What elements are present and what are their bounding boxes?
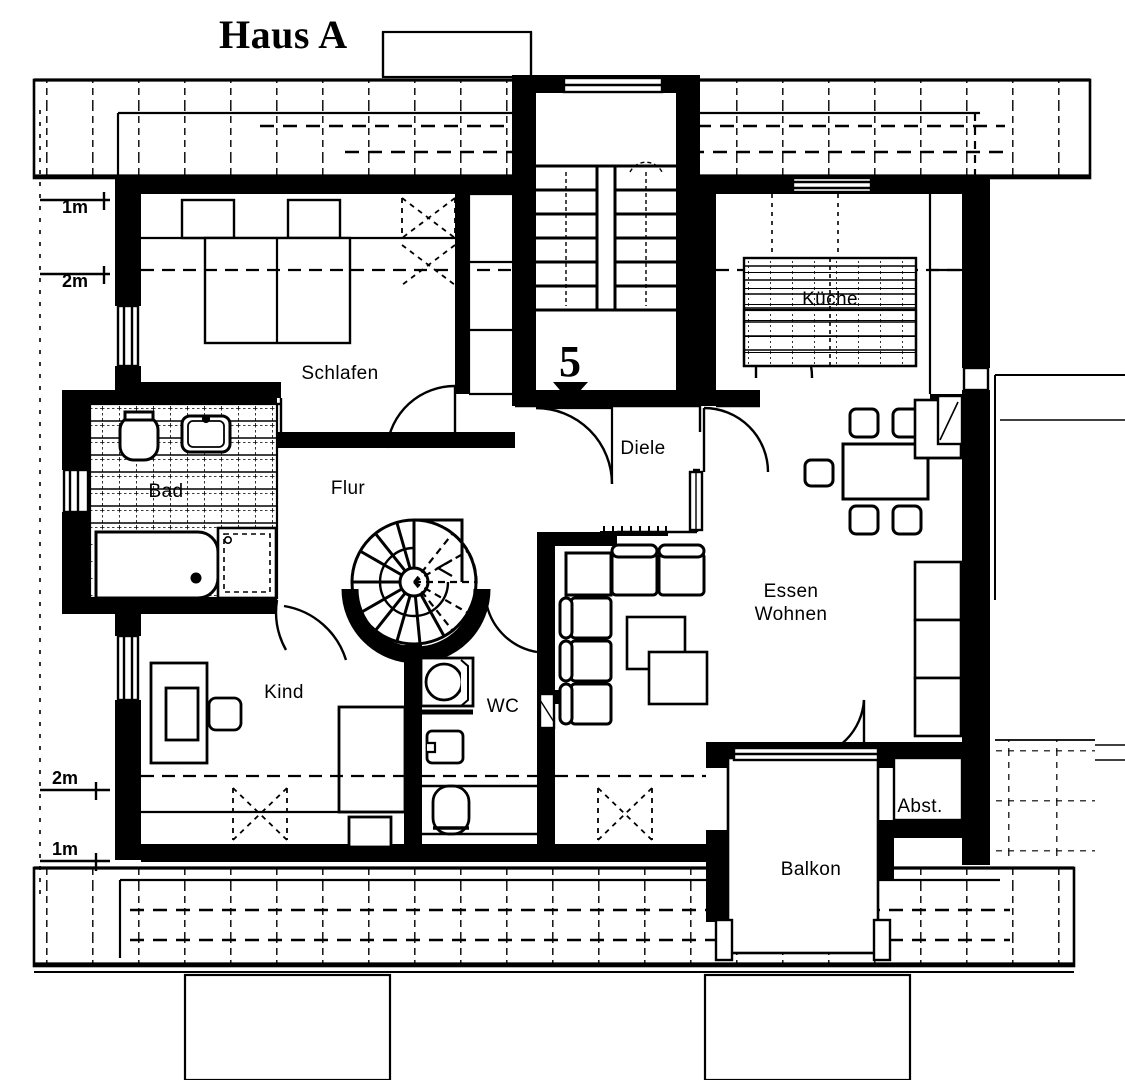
room-label-diele: Diele bbox=[620, 438, 665, 459]
schlafen-furniture bbox=[141, 192, 515, 396]
page-title: Haus A bbox=[219, 12, 348, 57]
scale-mark-bottom-2m: 2m bbox=[40, 768, 110, 800]
scale-mark-top-1m: 1m bbox=[40, 192, 110, 217]
kind-furniture bbox=[149, 661, 407, 849]
wc-outline bbox=[422, 710, 537, 836]
misc-wall-items bbox=[538, 394, 964, 730]
room-label-schlafen: Schlafen bbox=[301, 363, 378, 384]
scale-marks: 1m 2m 2m 1m bbox=[39, 110, 110, 900]
kitchen-niche bbox=[928, 194, 962, 394]
balkon bbox=[714, 746, 892, 962]
room-labels: Schlafen Bad Flur Diele Küche Essen Wohn… bbox=[148, 289, 942, 880]
coffee-tables bbox=[625, 615, 709, 706]
bedroom-x-marks bbox=[401, 197, 456, 286]
spiral-staircase bbox=[350, 518, 478, 646]
room-label-balkon: Balkon bbox=[781, 859, 842, 880]
scale-label-top-2m: 2m bbox=[62, 271, 88, 291]
scale-label-bottom-2m: 2m bbox=[52, 768, 78, 788]
room-label-kind: Kind bbox=[264, 682, 304, 703]
room-label-wc: WC bbox=[487, 696, 519, 717]
bottom-x-marks bbox=[232, 787, 653, 841]
unit-number-label: 5 bbox=[559, 337, 581, 386]
room-label-bad: Bad bbox=[148, 481, 183, 502]
room-label-flur: Flur bbox=[331, 478, 366, 499]
sectional-sofa bbox=[558, 543, 706, 726]
abst-storage bbox=[892, 756, 964, 822]
room-label-wohnen: Wohnen bbox=[755, 604, 828, 625]
room-label-essen: Essen bbox=[764, 581, 819, 602]
shelving-unit bbox=[913, 398, 963, 738]
room-label-kueche: Küche bbox=[802, 289, 858, 310]
scale-mark-bottom-1m: 1m bbox=[40, 839, 110, 871]
common-stairwell bbox=[536, 76, 676, 390]
dining-set bbox=[803, 407, 930, 536]
scale-label-bottom-1m: 1m bbox=[52, 839, 78, 859]
kueche-counter bbox=[742, 194, 918, 368]
entrance-arrow-down-icon bbox=[553, 382, 588, 402]
scale-label-top-1m: 1m bbox=[62, 197, 88, 217]
scale-mark-top-2m: 2m bbox=[40, 266, 110, 291]
room-label-abst: Abst. bbox=[897, 796, 942, 817]
wc-fixtures bbox=[419, 656, 475, 836]
bad-fixtures bbox=[88, 402, 279, 600]
unit-entrance-marker: 5 bbox=[553, 337, 588, 402]
radiator-strip bbox=[600, 526, 668, 536]
right-outer-paving bbox=[995, 739, 1095, 860]
bottom-terrace-band bbox=[32, 866, 1076, 973]
